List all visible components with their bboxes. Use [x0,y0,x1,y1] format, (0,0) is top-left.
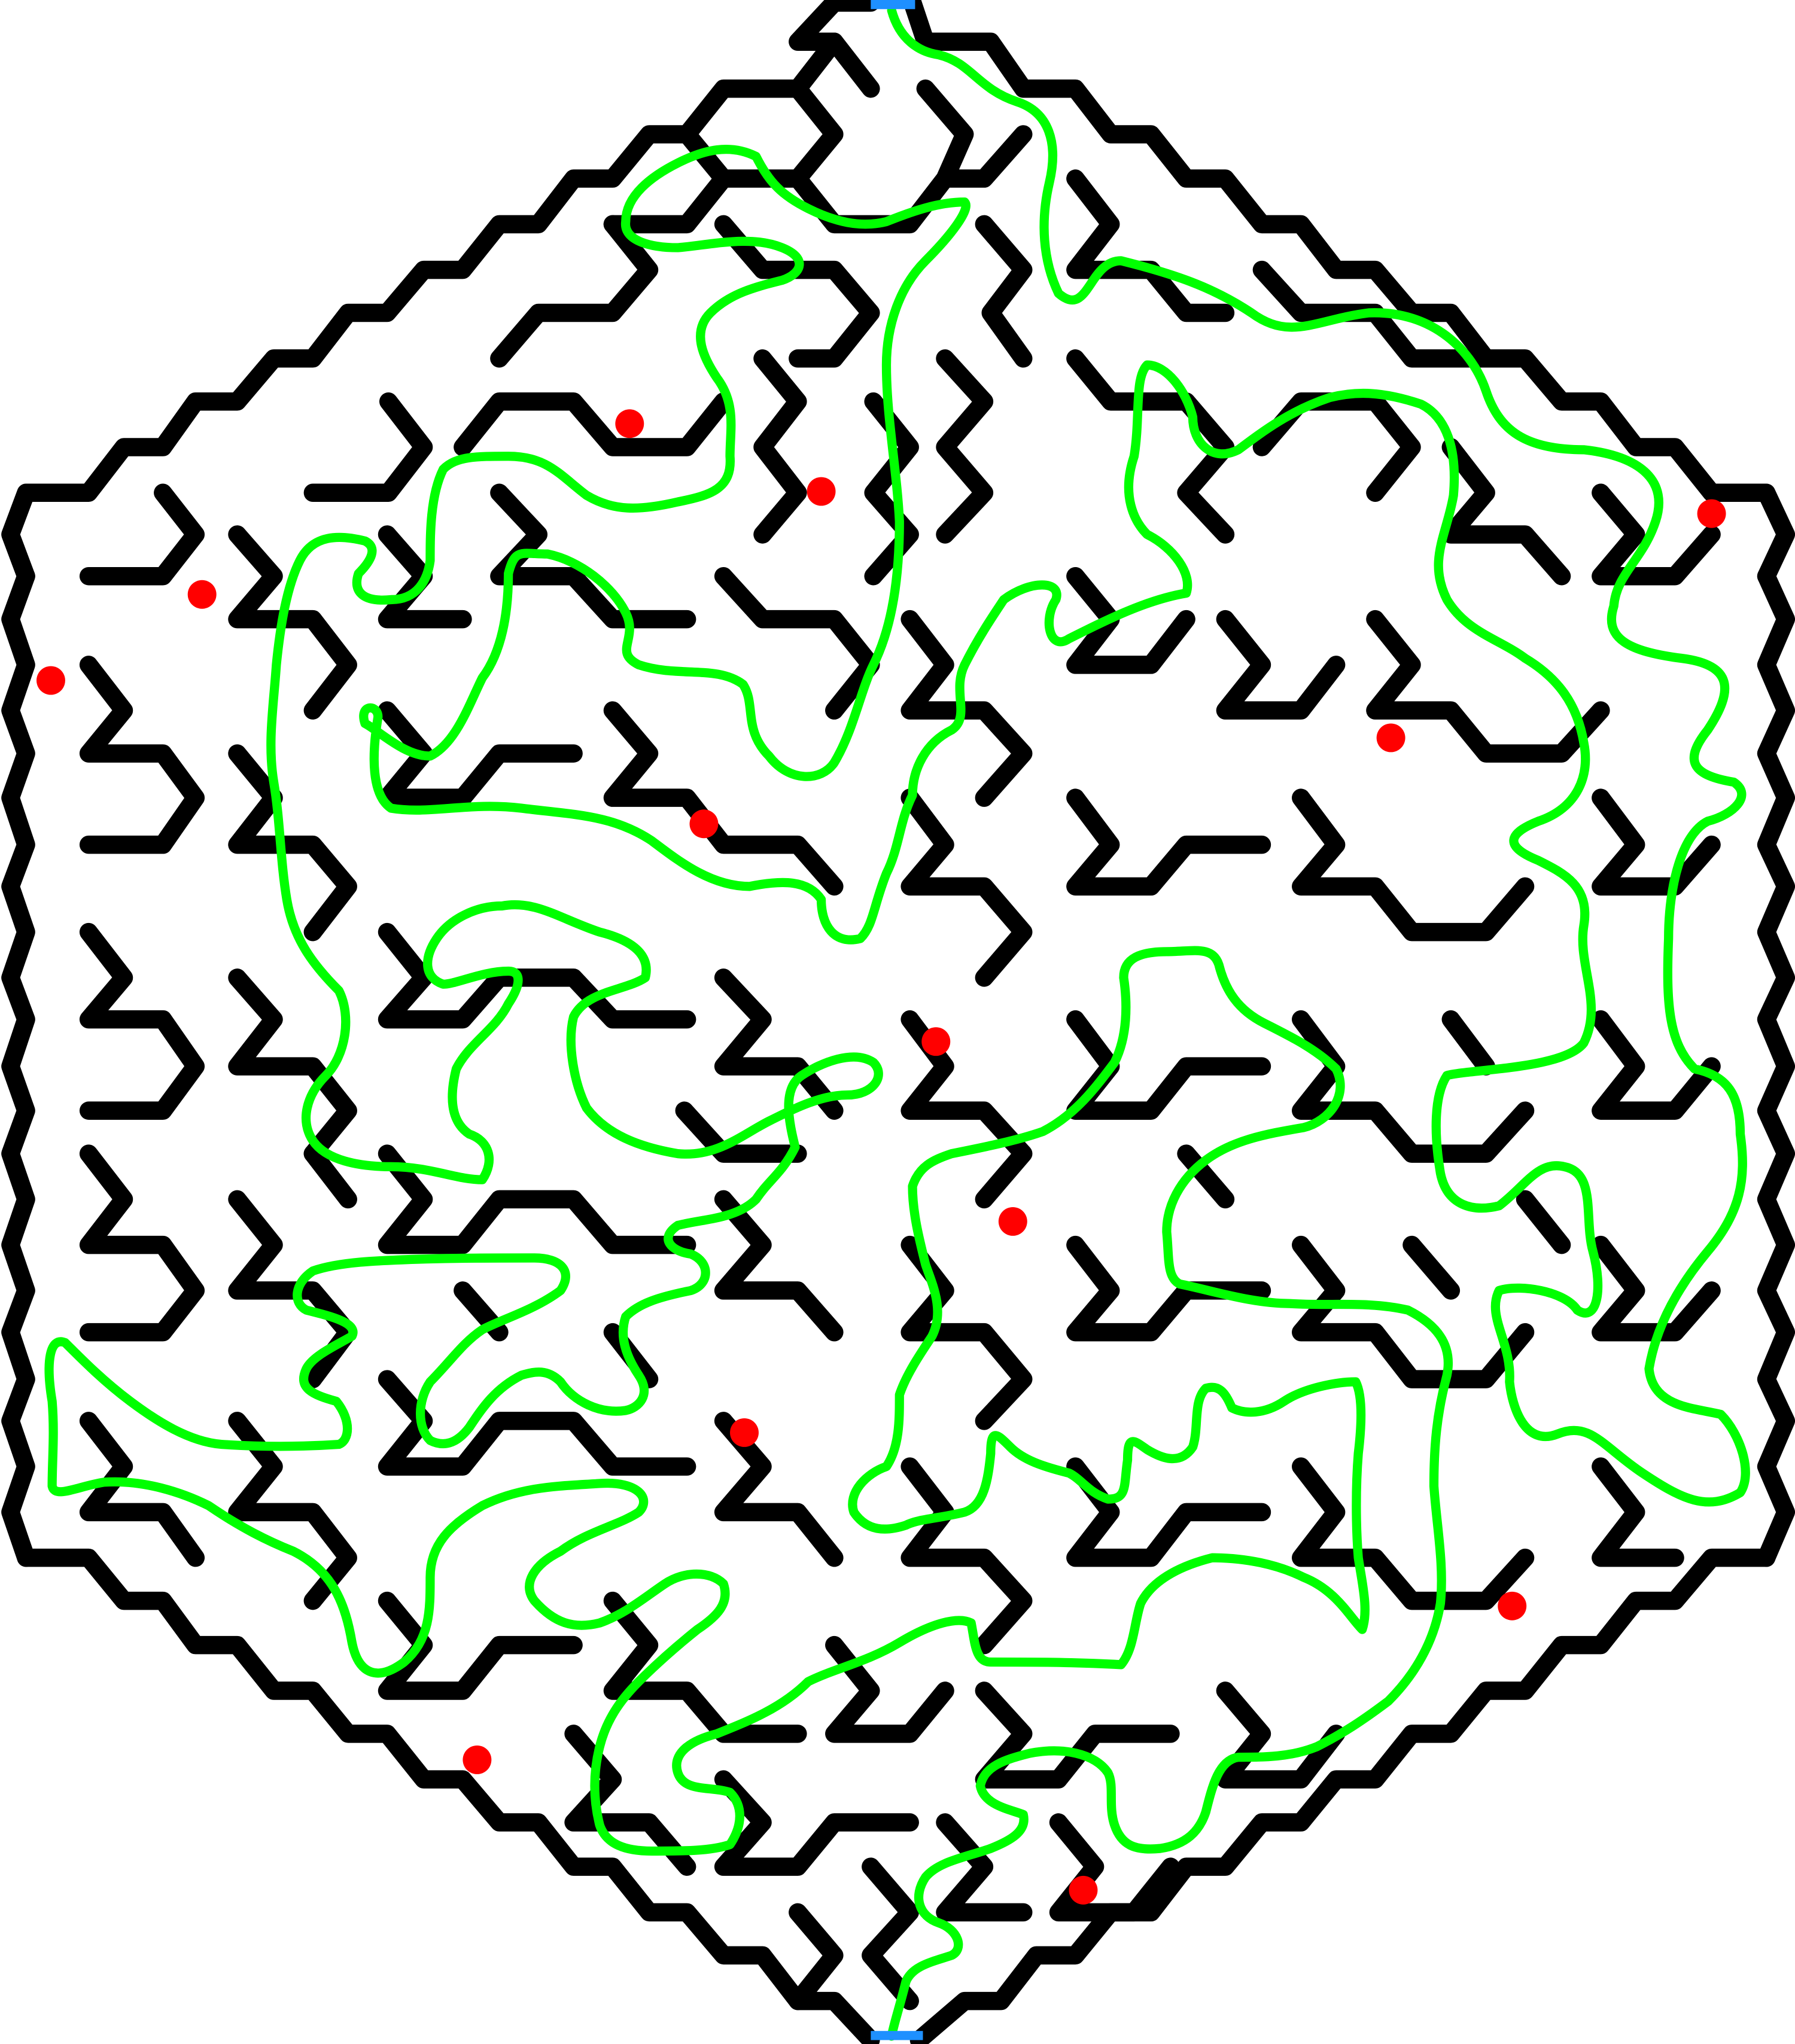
marker-dot [615,409,644,438]
marker-dot [1697,499,1726,528]
marker-dot [1069,1875,1098,1905]
red-markers [36,409,1726,1905]
start-marker [871,0,915,10]
marker-dot [36,666,65,695]
marker-dot [807,477,836,506]
marker-dot [730,1418,759,1447]
marker-dot [1376,723,1405,753]
marker-dot [463,1745,492,1774]
solution-path [44,5,1750,2041]
marker-dot [921,1027,951,1056]
marker-dot [689,809,719,839]
marker-dot [187,580,217,609]
end-marker [871,2031,923,2040]
marker-dot [1498,1591,1527,1620]
marker-dot [998,1207,1027,1236]
